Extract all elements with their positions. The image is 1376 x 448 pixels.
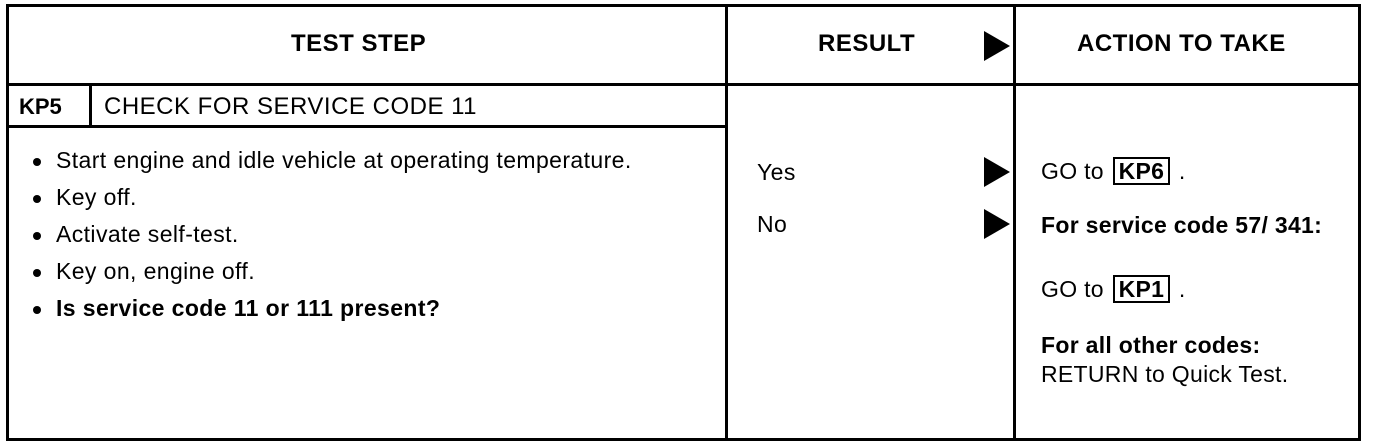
action-no-heading: For service code 57/ 341: xyxy=(1041,212,1323,238)
header-divider xyxy=(6,83,1361,86)
action-other-text: RETURN to Quick Test. xyxy=(1041,361,1289,387)
action-no-prefix: GO to xyxy=(1041,276,1104,302)
list-item: Key off. xyxy=(30,182,670,212)
step-code: KP5 xyxy=(19,94,62,119)
step-code-divider xyxy=(89,83,92,127)
result-no: No xyxy=(757,211,788,237)
action-yes: GO to KP6 . xyxy=(1041,157,1341,186)
result-yes-arrow-icon xyxy=(984,157,1010,187)
test-step-list: Start engine and idle vehicle at operati… xyxy=(30,145,670,330)
header-result: RESULT xyxy=(818,30,916,57)
list-item: Start engine and idle vehicle at operati… xyxy=(30,145,670,175)
step-ref-kp1: KP1 xyxy=(1112,275,1171,303)
column-divider-2 xyxy=(1013,4,1016,441)
header-arrow-icon xyxy=(984,31,1010,61)
result-no-arrow-icon xyxy=(984,209,1010,239)
step-title-divider xyxy=(6,125,728,128)
column-divider-1 xyxy=(725,4,728,441)
list-item: Key on, engine off. xyxy=(30,256,670,286)
header-action: ACTION TO TAKE xyxy=(1077,30,1286,57)
header-test-step: TEST STEP xyxy=(291,30,427,57)
step-title: CHECK FOR SERVICE CODE 11 xyxy=(104,93,478,120)
action-other-heading: For all other codes: xyxy=(1041,332,1261,358)
result-yes: Yes xyxy=(757,159,796,185)
list-item-question: Is service code 11 or 111 present? xyxy=(30,293,670,323)
action-no-goto: GO to KP1 . xyxy=(1041,275,1341,304)
list-item: Activate self-test. xyxy=(30,219,670,249)
action-yes-prefix: GO to xyxy=(1041,158,1104,184)
action-no-suffix: . xyxy=(1178,276,1186,302)
step-ref-kp6: KP6 xyxy=(1112,157,1171,185)
action-yes-suffix: . xyxy=(1178,158,1186,184)
table-frame xyxy=(6,4,1361,441)
